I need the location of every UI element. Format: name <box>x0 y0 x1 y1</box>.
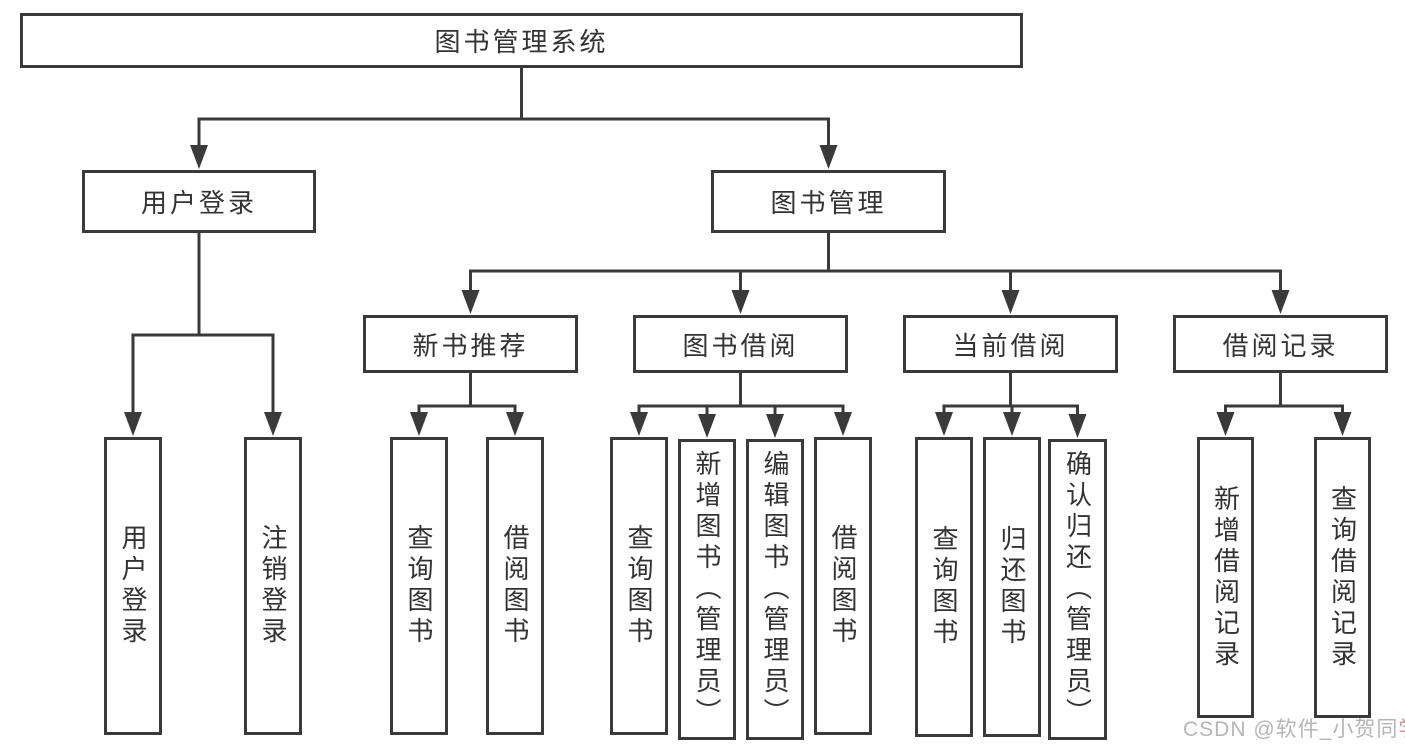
node-login: 用户登录 <box>82 170 316 233</box>
node-label: 查询图书 <box>404 524 434 648</box>
node-label: 编辑图书（管理员） <box>760 450 790 729</box>
node-current: 当前借阅 <box>903 315 1118 373</box>
node-label: 归还图书 <box>997 525 1027 649</box>
node-c-query: 查询图书 <box>915 437 973 737</box>
node-mgmt: 图书管理 <box>711 170 946 233</box>
node-label: 注销登录 <box>258 524 288 648</box>
node-label: 确认归还（管理员） <box>1062 450 1093 729</box>
node-b-query: 查询图书 <box>610 437 668 735</box>
node-sys: 图书管理系统 <box>20 13 1023 68</box>
node-newbook: 新书推荐 <box>363 315 578 373</box>
node-label: 新增借阅记录 <box>1210 484 1241 671</box>
node-nb-query: 查询图书 <box>390 437 448 735</box>
node-label: 借阅图书 <box>828 524 858 648</box>
node-label: 查询借阅记录 <box>1327 484 1358 671</box>
node-b-edit: 编辑图书（管理员） <box>746 439 804 740</box>
node-r-add: 新增借阅记录 <box>1197 437 1254 718</box>
node-label: 图书管理 <box>770 188 887 218</box>
node-label: 用户登录 <box>140 188 257 218</box>
node-c-return: 归还图书 <box>983 437 1041 737</box>
node-label: 当前借阅 <box>952 330 1069 361</box>
node-label: 图书管理系统 <box>434 27 609 57</box>
node-borrow: 图书借阅 <box>633 315 848 373</box>
node-r-query: 查询借阅记录 <box>1314 437 1371 718</box>
node-nb-borrow: 借阅图书 <box>486 437 544 735</box>
node-b-add: 新增图书（管理员） <box>678 439 736 740</box>
node-label: 新增图书（管理员） <box>692 450 722 729</box>
node-label: 查询图书 <box>624 524 654 648</box>
node-leaf-login: 用户登录 <box>104 437 162 735</box>
node-records: 借阅记录 <box>1173 315 1388 373</box>
node-c-confirm: 确认归还（管理员） <box>1048 439 1107 740</box>
node-label: 用户登录 <box>118 524 148 648</box>
node-leaf-logout: 注销登录 <box>244 437 302 735</box>
node-label: 借阅记录 <box>1222 330 1339 361</box>
node-label: 借阅图书 <box>500 524 530 648</box>
node-b-borrow: 借阅图书 <box>814 437 872 735</box>
node-label: 图书借阅 <box>682 330 799 361</box>
node-label: 查询图书 <box>929 525 959 649</box>
node-label: 新书推荐 <box>412 330 529 361</box>
